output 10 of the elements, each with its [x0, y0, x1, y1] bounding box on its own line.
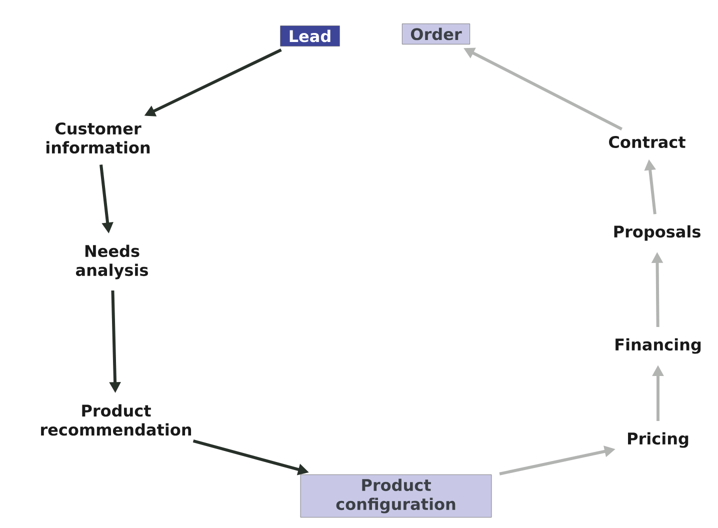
lead-box: Lead — [280, 26, 340, 46]
process-box: Order — [402, 24, 470, 44]
step-label: Financing — [616, 338, 701, 354]
process-box: Product configuration — [300, 474, 492, 518]
step-label: Product recommendation — [41, 404, 192, 436]
step-label: Contract — [609, 136, 686, 148]
step-label: Pricing — [628, 432, 688, 448]
step-label: Needs analysis — [76, 244, 148, 280]
step-label: Proposals — [614, 225, 700, 241]
step-label: Customer information — [46, 122, 150, 154]
